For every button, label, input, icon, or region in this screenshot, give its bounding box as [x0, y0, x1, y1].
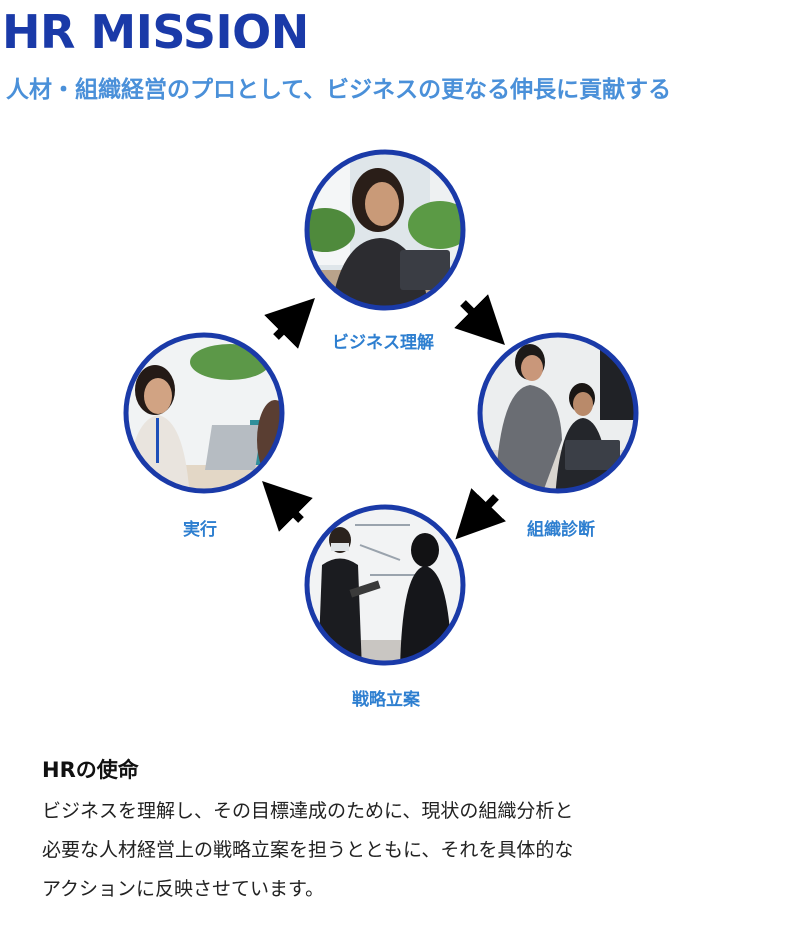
photo-strategy-planning	[304, 504, 466, 666]
photo-organization-diagnosis	[477, 332, 639, 494]
arrow-to-execution	[262, 481, 313, 532]
mission-line: 必要な人材経営上の戦略立案を担うとともに、それを具体的な	[42, 839, 574, 861]
arrow-to-business	[264, 298, 315, 349]
node-label-execution: 実行	[183, 520, 217, 540]
node-label-strategy: 戦略立案	[352, 690, 420, 710]
cycle-graphic	[123, 149, 639, 666]
mission-line: アクションに反映させています。	[42, 878, 325, 900]
mission-line: ビジネスを理解し、その目標達成のために、現状の組織分析と	[42, 800, 574, 822]
node-label-business: ビジネス理解	[332, 333, 434, 353]
mission-description: ビジネスを理解し、その目標達成のために、現状の組織分析と 必要な人材経営上の戦略…	[42, 792, 762, 909]
page-subtitle: 人材・組織経営のプロとして、ビジネスの更なる伸長に貢献する	[6, 77, 672, 103]
node-label-diagnosis: 組織診断	[527, 520, 595, 540]
arrow-to-strategy	[455, 488, 506, 540]
page-title: HR MISSION	[2, 5, 309, 59]
arrow-to-diagnosis	[454, 294, 505, 345]
photo-execution	[123, 332, 285, 494]
mission-heading: HRの使命	[42, 758, 139, 782]
photo-business-understanding	[304, 149, 466, 311]
hr-cycle-diagram: ビジネス理解 組織診断 戦略立案 実行	[0, 130, 785, 730]
